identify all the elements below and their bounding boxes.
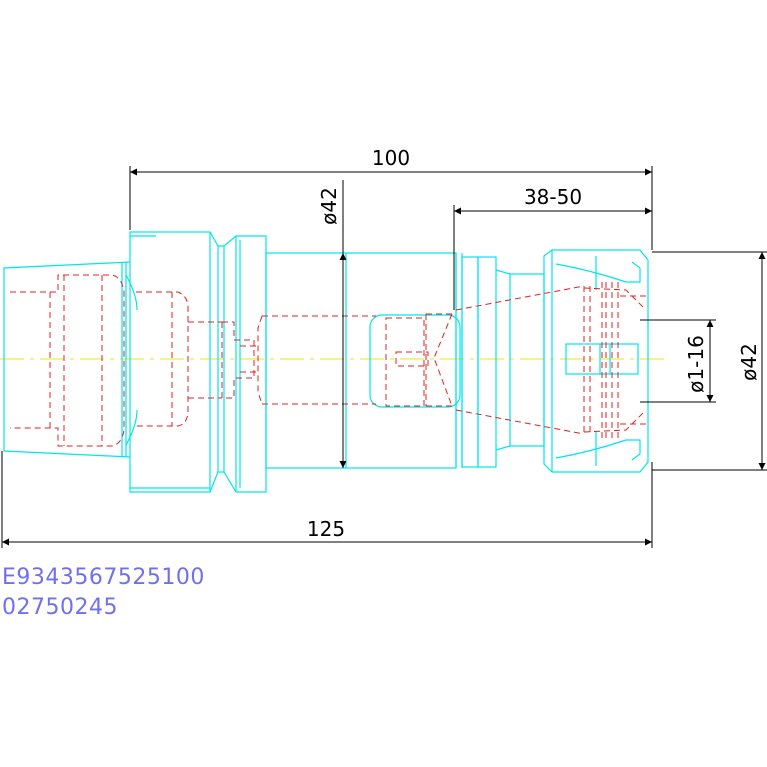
part-outline <box>3 231 649 493</box>
dim-clamping-range: 38-50 <box>524 185 582 209</box>
dim-collet-range: ø1-16 <box>684 335 708 393</box>
dim-nut-diameter: ø42 <box>737 343 761 381</box>
article-code: E9343567525100 <box>2 565 205 590</box>
dim-overall-length: 100 <box>372 146 410 170</box>
order-code: 02750245 <box>2 595 118 620</box>
dim-total-length: 125 <box>307 517 345 541</box>
dim-shank-diameter: ø42 <box>317 187 341 225</box>
dimension-lines <box>1 166 767 548</box>
hidden-lines <box>10 274 648 447</box>
